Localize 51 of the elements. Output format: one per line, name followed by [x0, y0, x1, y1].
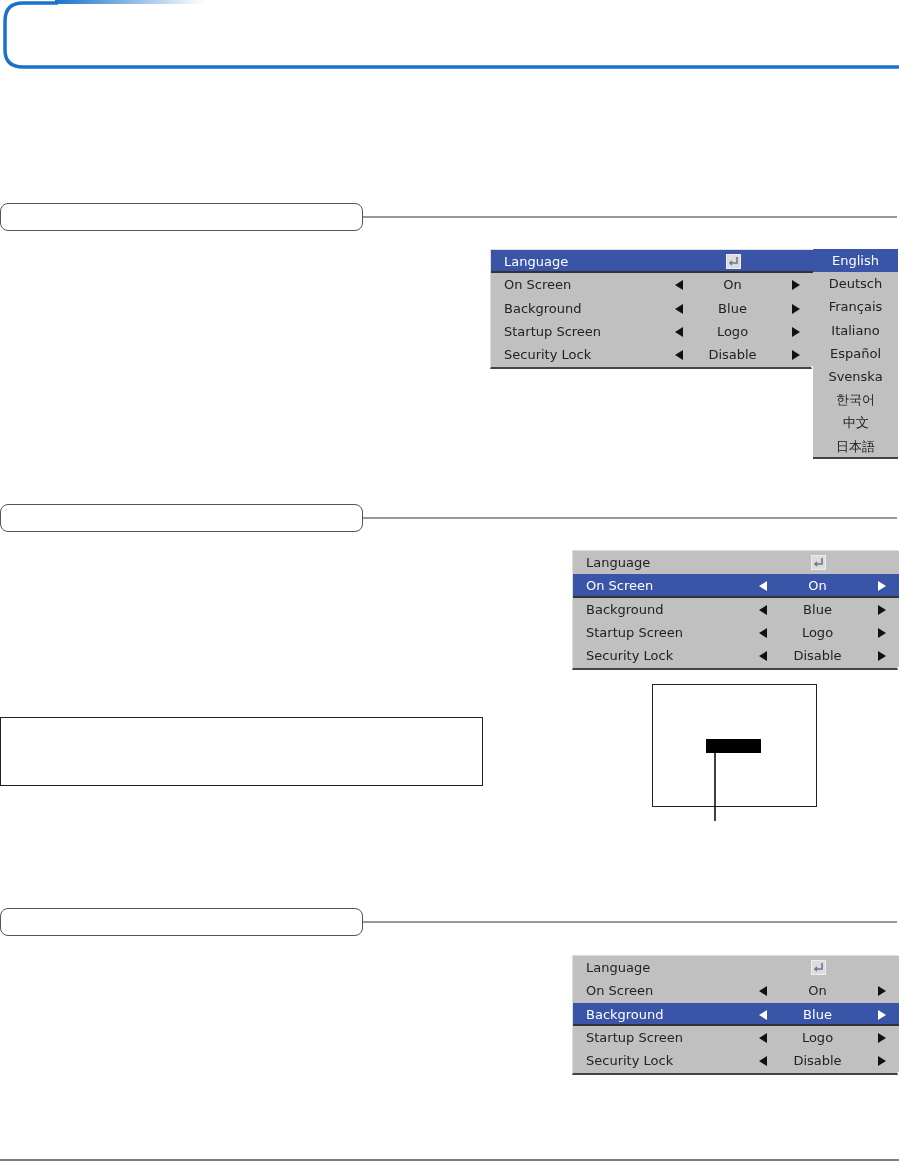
leader-line	[714, 752, 716, 822]
menu-value: Blue	[802, 1005, 833, 1024]
selected-menu-row	[573, 1002, 899, 1026]
menu-value: Logo	[715, 322, 750, 341]
heading-box	[0, 908, 363, 936]
menu-label: Startup Screen	[504, 322, 602, 341]
menu-label: On Screen	[586, 982, 654, 1001]
language-option: Español	[813, 341, 898, 365]
selected-menu-row	[491, 250, 813, 274]
menu-value: On	[807, 577, 828, 596]
heading-box	[0, 203, 363, 231]
language-option: Svenska	[813, 364, 898, 389]
note-box	[0, 717, 483, 786]
menu-panel	[572, 550, 898, 670]
menu-label: Security Lock	[586, 647, 674, 666]
screen-drawing	[652, 684, 817, 807]
menu-label: Security Lock	[504, 346, 592, 365]
menu-value: Disable	[792, 647, 843, 666]
menu-value: Disable	[707, 346, 758, 365]
menu-label: On Screen	[504, 276, 572, 295]
menu-label: Startup Screen	[586, 623, 684, 642]
menu-label: Startup Screen	[586, 1028, 684, 1047]
menu-label: Language	[586, 554, 651, 572]
heading-box	[0, 504, 363, 532]
language-option: Français	[813, 295, 898, 319]
menu-label: Language	[586, 959, 651, 977]
menu-label: Background	[586, 1005, 664, 1024]
menu-panel	[572, 955, 898, 1075]
language-option: Deutsch	[813, 272, 898, 296]
menu-label: Background	[504, 299, 582, 318]
menu-label: Security Lock	[586, 1052, 674, 1071]
menu-value: Logo	[800, 623, 835, 642]
menu-value: Logo	[800, 1028, 835, 1047]
menu-label: On Screen	[586, 577, 654, 596]
selected-menu-row	[573, 574, 899, 598]
menu-value: On	[807, 982, 828, 1001]
language-option: 中文	[813, 411, 898, 435]
menu-label: Background	[586, 600, 664, 619]
menu-value: Blue	[717, 299, 748, 318]
menu-value: Blue	[802, 600, 833, 619]
language-option: 日本語	[813, 434, 898, 458]
language-option: Italiano	[813, 318, 898, 342]
display-bar	[706, 739, 761, 753]
menu-label: Language	[504, 253, 569, 271]
menu-value: On	[722, 276, 743, 295]
selected-option: English	[813, 249, 898, 273]
menu-panel	[490, 249, 812, 369]
title-frame	[3, 0, 899, 70]
language-option: 한국어	[813, 388, 898, 412]
language-list	[813, 249, 898, 459]
menu-value: Disable	[792, 1052, 843, 1071]
